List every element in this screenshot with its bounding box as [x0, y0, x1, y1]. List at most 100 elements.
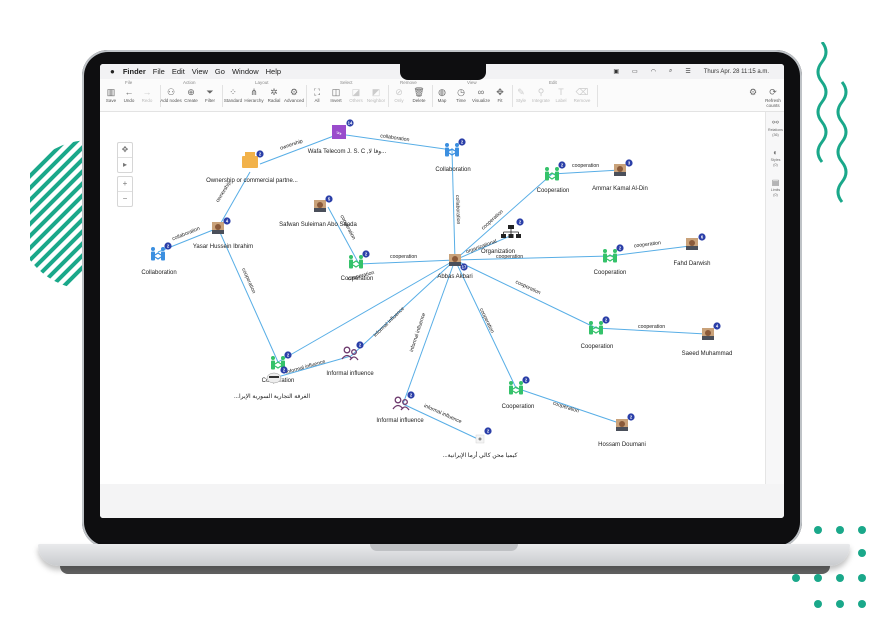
camera-status-icon[interactable]: ▣: [613, 69, 620, 75]
edge-abbas-organization[interactable]: [454, 235, 511, 261]
node-fahd-darwish[interactable]: 6 Fahd Darwish: [673, 233, 711, 267]
save-button[interactable]: ▥Save: [100, 87, 122, 103]
menu-window[interactable]: Window: [231, 67, 259, 76]
edge-abbas-inf-left[interactable]: [350, 259, 456, 357]
wifi-icon[interactable]: ◠: [650, 69, 656, 75]
node-cooperation-right-1[interactable]: 2 Cooperation: [594, 244, 627, 276]
node-cooperation-bottom[interactable]: 2 Cooperation: [502, 376, 535, 410]
node-cooperation-mid[interactable]: 2 Cooperation: [341, 250, 374, 282]
layout-advanced-button[interactable]: ⚙Advanced: [283, 87, 304, 103]
node-informal-influence-left[interactable]: 2 Informal influence: [326, 341, 374, 377]
node-badge: [522, 376, 530, 384]
edge-collab-top-abbas[interactable]: [451, 149, 456, 261]
menu-edit[interactable]: Edit: [171, 67, 185, 76]
edge-wafa-collab-top[interactable]: [338, 133, 453, 151]
zoom-out-button[interactable]: −: [118, 191, 132, 206]
apple-icon[interactable]: ●: [110, 67, 115, 76]
camera-notch: [400, 64, 486, 80]
node-collaboration-top[interactable]: 2 Collaboration: [435, 138, 471, 173]
select-invert-button[interactable]: ◫Invert: [325, 87, 347, 103]
menu-help[interactable]: Help: [265, 67, 282, 76]
node-badge: [346, 119, 354, 127]
node-cooperation-top-right[interactable]: 2 Cooperation: [537, 161, 570, 194]
filter-button[interactable]: ⏷Filter: [199, 87, 221, 103]
select-others-button[interactable]: ◪Others: [345, 87, 367, 103]
add-nodes-button[interactable]: ⚇Add nodes: [160, 87, 182, 103]
select-all-button[interactable]: ⛶All: [306, 87, 328, 103]
node-informal-influence-bottom[interactable]: 2 Informal influence: [376, 391, 424, 424]
edit-style-button[interactable]: ✎Style: [510, 87, 532, 103]
layout-radial-button[interactable]: ✲Radial: [263, 87, 285, 103]
limits-panel-button[interactable]: ▤ Limits (0): [766, 178, 784, 197]
redo-button[interactable]: →Redo: [136, 87, 158, 103]
edge-coop-r1-fahd[interactable]: [609, 245, 691, 257]
menu-app-name[interactable]: Finder: [122, 67, 146, 76]
node-kimia-iranian-company[interactable]: 2 ...كيميا محن كالي أرما الإيرانية: [443, 427, 518, 459]
view-visualize-button[interactable]: ∞Visualize: [470, 87, 492, 103]
edge-abbas-coop-r1[interactable]: [454, 255, 611, 261]
menu-view[interactable]: View: [191, 67, 208, 76]
refresh-counts-button[interactable]: ⟳Refresh counts: [762, 87, 784, 108]
node-hossam-doumani[interactable]: 2 Hossam Doumani: [598, 413, 646, 448]
node-safwan-suleiman[interactable]: 5 Safwan Suleiman Abo Saada: [279, 195, 358, 228]
settings-button[interactable]: ⚙: [744, 87, 762, 98]
node-collaboration-left[interactable]: 2 Collaboration: [141, 242, 177, 276]
create-icon: ⊕: [187, 87, 195, 97]
edge-abbas-inf-bottom[interactable]: [402, 259, 456, 405]
create-button[interactable]: ⊕Create: [180, 87, 202, 103]
edge-wafa-ownership[interactable]: [259, 133, 340, 165]
edge-coop-left-abbas[interactable]: [277, 259, 456, 363]
view-time-button[interactable]: ◷Time: [450, 87, 472, 103]
control-center-icon[interactable]: ☰: [685, 69, 691, 75]
node-ammar-kamal[interactable]: 3 Ammar Kamal Al-Din: [592, 159, 648, 192]
pan-tool-icon[interactable]: ✥: [121, 145, 129, 154]
edge-coop-tr-ammar[interactable]: [551, 169, 621, 175]
edit-integrate-button[interactable]: ⚲Integrate: [530, 87, 552, 103]
edge-inf-bottom-kima[interactable]: [402, 403, 481, 441]
globe-icon: ◍: [438, 87, 446, 97]
edge-safwan-coop-mid[interactable]: [327, 206, 360, 265]
node-organization[interactable]: 2 Organization: [481, 218, 524, 255]
edge-coop-bottom-hossam[interactable]: [515, 387, 623, 425]
relations-panel-button[interactable]: ⚯ Relations (36): [766, 118, 784, 137]
undo-button[interactable]: ←Undo: [118, 87, 140, 103]
edge-abbas-coop-tr[interactable]: [454, 173, 553, 261]
layout-standard-button[interactable]: ⁘Standard: [223, 87, 243, 103]
node-syrian-iranian-chamber[interactable]: 2 ...الغرفة التجارية السورية الإيرا: [234, 366, 310, 400]
company-icon: [332, 125, 346, 139]
edge-abbas-coop-bottom[interactable]: [454, 259, 517, 389]
zoom-in-button[interactable]: +: [122, 179, 128, 188]
view-fit-button[interactable]: ✥Fit: [489, 87, 511, 103]
node-badge: [627, 413, 635, 421]
remove-only-button[interactable]: ⊘Only: [388, 87, 410, 103]
pointer-tool-icon[interactable]: ▸: [118, 157, 132, 172]
search-icon[interactable]: ⌕: [668, 68, 673, 74]
view-map-button[interactable]: ◍Map: [431, 87, 453, 103]
edit-remove-button[interactable]: ⌫Remove: [571, 87, 593, 103]
svg-text:2: 2: [525, 378, 528, 383]
node-yasar-hussein-ibrahim[interactable]: 4 Yasar Hussein Ibrahim: [193, 217, 253, 250]
edge-label: ownership: [279, 138, 303, 151]
edge-coop-r2-saeed[interactable]: [595, 327, 707, 335]
styles-panel-button[interactable]: ◐ Styles (0): [766, 148, 784, 167]
node-ownership[interactable]: 2 Ownership or commercial partne...: [206, 150, 298, 184]
zoom-controls: + −: [117, 176, 133, 207]
menu-clock[interactable]: Thurs Apr. 28 11:15 a.m.: [703, 68, 769, 75]
node-abbas-akbari[interactable]: 17 Abbas Akbari: [437, 254, 473, 280]
edge-yasar-coop-left[interactable]: [217, 227, 279, 363]
menu-go[interactable]: Go: [214, 67, 225, 76]
edge-abbas-coop-r2[interactable]: [454, 259, 597, 329]
edge-inf-left-arab[interactable]: [273, 355, 352, 379]
battery-icon[interactable]: ▭: [632, 69, 638, 75]
layout-hierarchy-button[interactable]: ⋔Hierarchy: [244, 87, 264, 103]
node-cooperation-right-2[interactable]: 2 Cooperation: [581, 316, 614, 350]
node-saeed-muhammad[interactable]: 4 Saeed Muhammad: [682, 322, 733, 357]
node-wafa-telecom[interactable]: وفا 14 Wafa Telecom J. S. C ,وفا لا...: [308, 119, 387, 155]
select-neighbor-button[interactable]: ◩Neighbor: [366, 87, 386, 103]
edge-ownership-yasar[interactable]: [217, 171, 251, 229]
menu-file[interactable]: File: [152, 67, 165, 76]
graph-canvas[interactable]: ✥ ▸ + −: [100, 112, 765, 484]
edge-coop-mid-abbas[interactable]: [358, 259, 456, 265]
delete-button[interactable]: 🗑Delete: [408, 87, 430, 103]
